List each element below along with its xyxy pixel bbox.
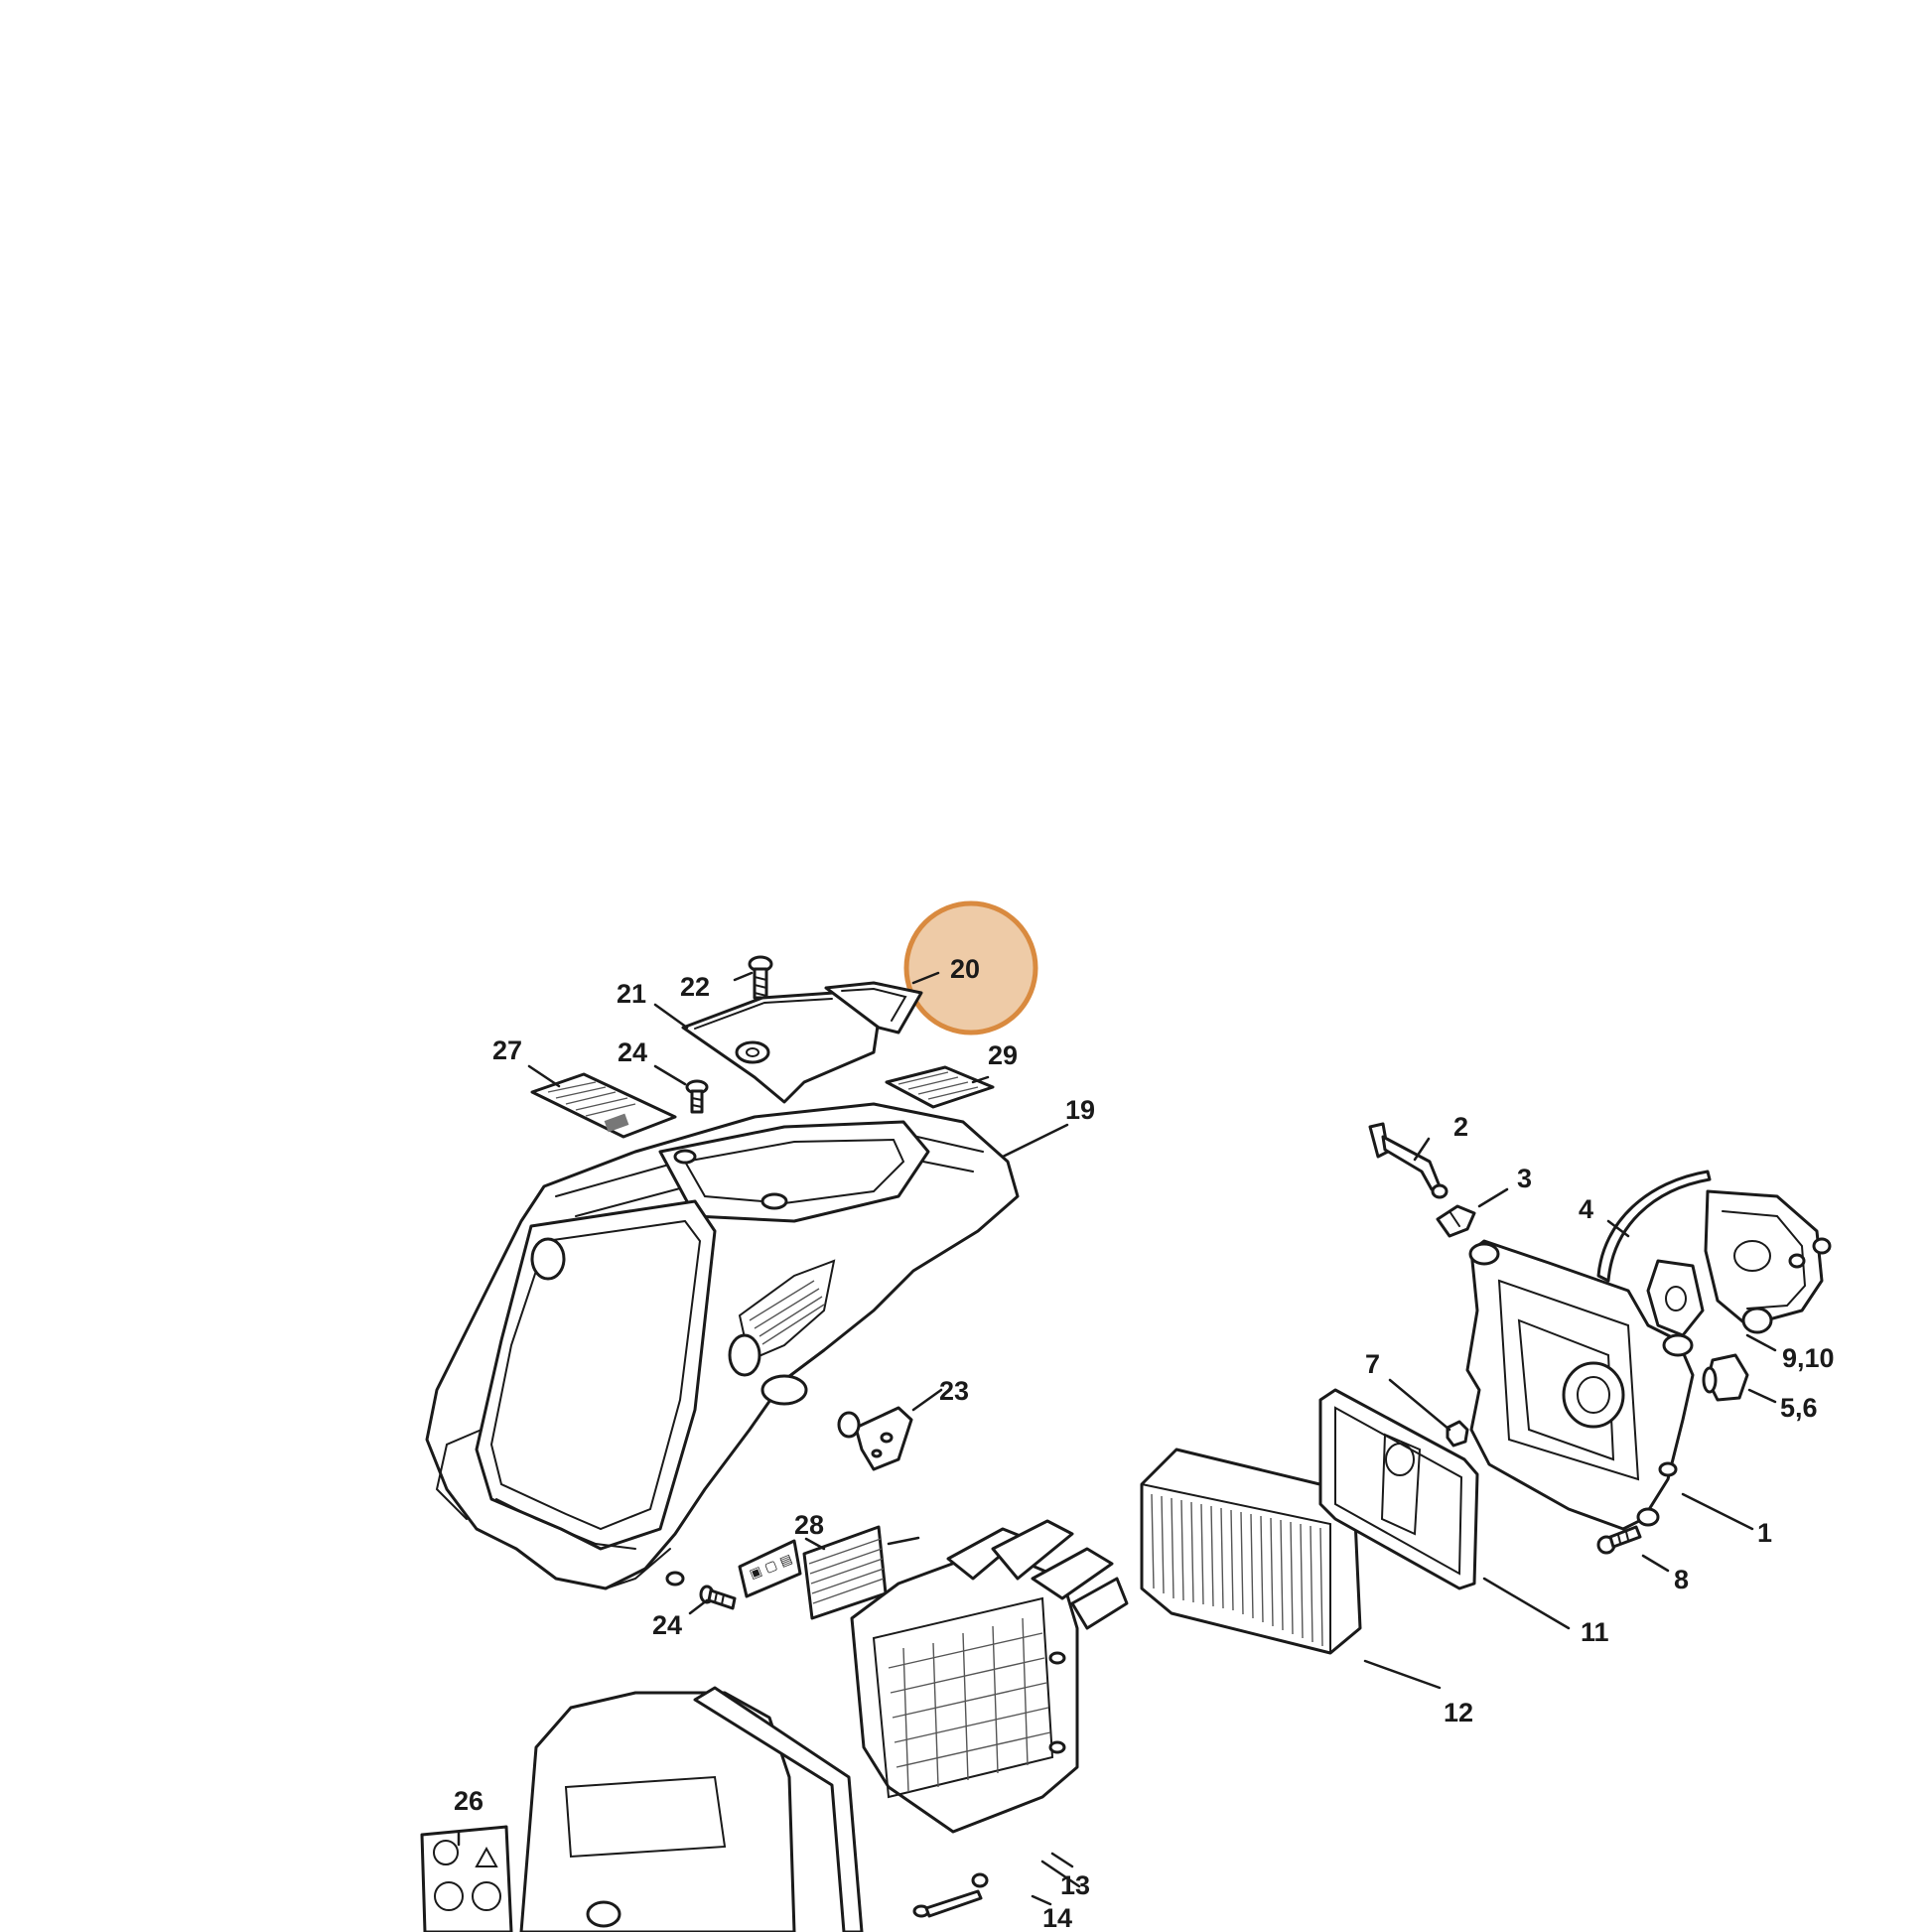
callout-2[interactable]: 2 <box>1453 1112 1468 1142</box>
callout-21[interactable]: 21 <box>617 979 646 1009</box>
callout-13[interactable]: 13 <box>1060 1870 1090 1900</box>
callout-9-10[interactable]: 9,10 <box>1782 1343 1835 1373</box>
part-28-label[interactable] <box>885 1065 995 1109</box>
part-13-filter-housing[interactable] <box>850 1519 1129 1834</box>
part-21-cover-plate[interactable] <box>681 991 882 1104</box>
part-4-fuel-hose[interactable] <box>1596 1170 1712 1283</box>
filter-cover[interactable] <box>519 1686 864 1932</box>
part-2-choke-lever[interactable] <box>1368 1122 1449 1199</box>
part-7-nut[interactable] <box>1446 1420 1469 1448</box>
callout-14[interactable]: 14 <box>1042 1903 1072 1932</box>
part-20-gasket[interactable] <box>824 981 923 1035</box>
part-25-label[interactable] <box>420 1825 513 1932</box>
part-27-label[interactable]: ▣ ▢ ▤ <box>738 1539 802 1598</box>
leader-lines <box>457 971 1777 1906</box>
part-24-screw-lower[interactable] <box>699 1585 737 1610</box>
part-24-screw-upper[interactable] <box>685 1079 709 1114</box>
callout-12[interactable]: 12 <box>1444 1698 1473 1727</box>
part-23-grommet[interactable] <box>837 1406 913 1471</box>
callout-5-6[interactable]: 5,6 <box>1780 1393 1818 1423</box>
callout-22[interactable]: 22 <box>680 972 710 1002</box>
callout-24-upper[interactable]: 24 <box>618 1037 647 1067</box>
part-26-label[interactable] <box>530 1072 677 1139</box>
part-12-air-filter[interactable] <box>1140 1448 1362 1655</box>
callout-1[interactable]: 1 <box>1757 1518 1772 1548</box>
part-14-screw[interactable] <box>912 1872 989 1918</box>
callout-23[interactable]: 23 <box>939 1376 969 1406</box>
part-22-screw[interactable] <box>748 955 773 1000</box>
callout-labels: 20 21 22 27 24 29 19 23 28 24 26 13 14 1… <box>454 954 1835 1932</box>
part-5-6-primer-bulb[interactable] <box>1702 1353 1749 1402</box>
callout-28[interactable]: 29 <box>988 1040 1018 1070</box>
callout-20[interactable]: 20 <box>950 954 980 984</box>
callout-7[interactable]: 7 <box>1365 1349 1380 1379</box>
callout-3[interactable]: 3 <box>1517 1164 1532 1193</box>
part-8-screw[interactable] <box>1596 1525 1642 1555</box>
callout-24-lower[interactable]: 24 <box>652 1610 682 1640</box>
callout-8[interactable]: 8 <box>1674 1565 1689 1594</box>
callout-25[interactable]: 26 <box>454 1786 483 1816</box>
highlight-marker[interactable] <box>903 900 1038 1035</box>
callout-19[interactable]: 19 <box>1065 1095 1095 1125</box>
part-1-base-plate[interactable] <box>1465 1239 1695 1531</box>
callout-4[interactable]: 4 <box>1579 1194 1593 1224</box>
part-9-10-carburetor[interactable] <box>1646 1189 1832 1337</box>
part-3-clip[interactable] <box>1436 1204 1476 1238</box>
part-11-gasket-frame[interactable] <box>1318 1388 1479 1590</box>
callout-11[interactable]: 11 <box>1581 1617 1609 1647</box>
callout-27[interactable]: 28 <box>794 1510 824 1540</box>
part-19-shroud[interactable] <box>425 1102 1020 1590</box>
callout-26[interactable]: 27 <box>492 1035 522 1065</box>
